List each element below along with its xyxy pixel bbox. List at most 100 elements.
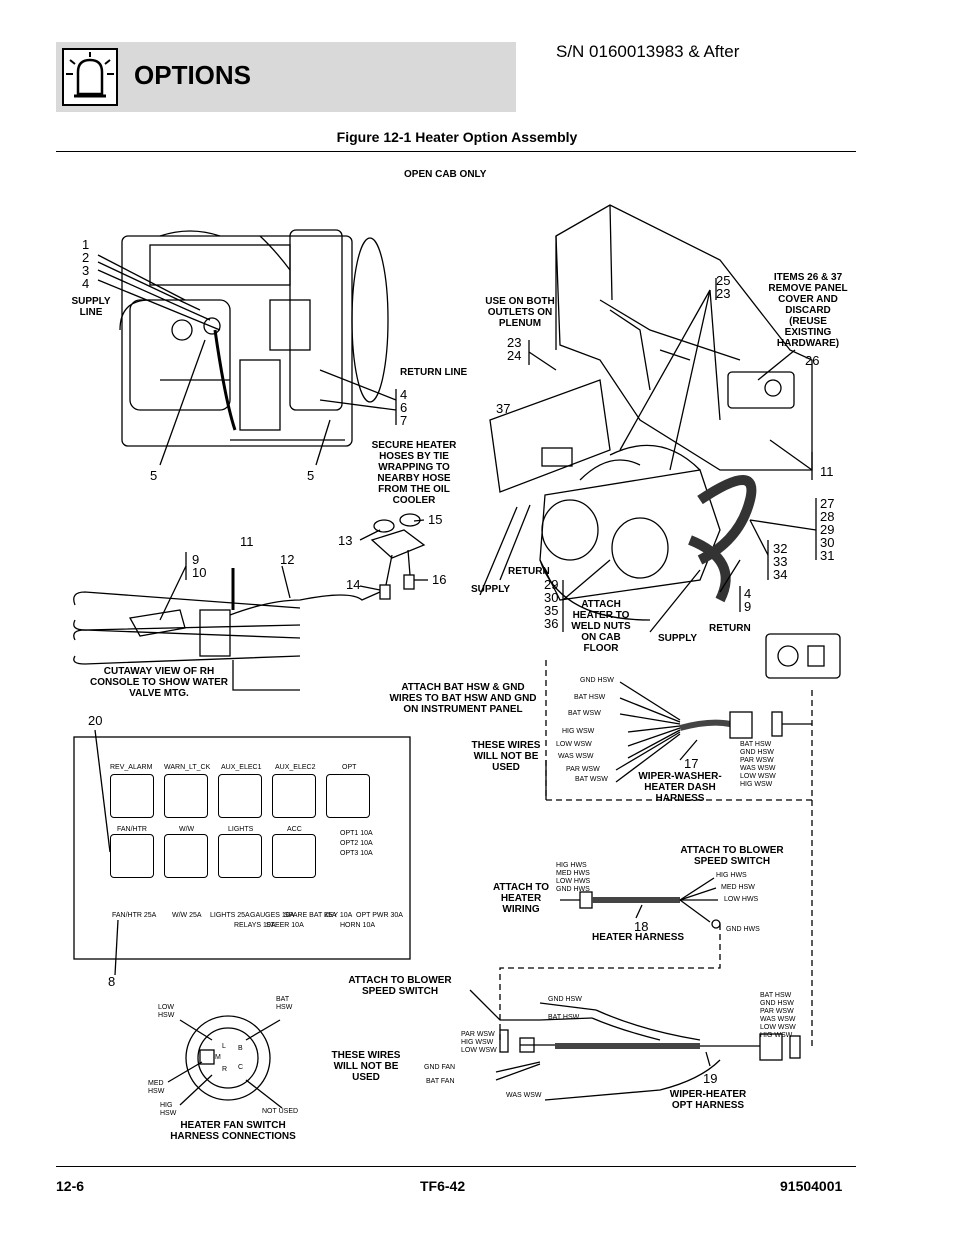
relay-aux-elec2 — [272, 774, 316, 818]
fuse-label: LIGHTS 25A — [210, 912, 250, 919]
callout-1-4: 1 2 3 4 — [82, 237, 90, 291]
document-number: 91504001 — [780, 1178, 843, 1194]
wire-label-group: HIG HWS MED HWS LOW HWS GND HWS — [556, 862, 591, 893]
callout-27-31: 27 28 29 30 31 — [820, 496, 835, 563]
callout-16: 16 — [432, 572, 447, 587]
fuse-label: SPARE BAT 25A — [284, 912, 337, 919]
opt-harness-illustration — [495, 1002, 801, 1101]
attach-bat-note: ATTACH BAT HSW & GND WIRES TO BAT HSW AN… — [389, 682, 537, 715]
relay-label: LIGHTS — [228, 826, 254, 833]
wire-label-group: PAR WSW HIG WSW LOW WSW — [461, 1031, 497, 1054]
relay-acc — [272, 834, 316, 878]
callout-4-6-7: 4 6 7 — [400, 387, 408, 428]
relay-label: AUX_ELEC2 — [275, 764, 316, 771]
relay-lights — [218, 834, 262, 878]
wire-label: HIG HWS — [716, 872, 747, 879]
attach-blower-note: ATTACH TO BLOWER SPEED SWITCH — [348, 975, 452, 997]
fuse-label: HORN 10A — [340, 922, 376, 929]
pin-label: R — [222, 1066, 228, 1073]
callout-23-24: 23 24 — [507, 335, 522, 363]
wire-label: LOW HWS — [724, 896, 759, 903]
supply-label: SUPPLY — [658, 633, 698, 644]
callout-11: 11 — [820, 464, 834, 479]
callout-5: 5 — [150, 468, 158, 483]
opt-fuse-label: OPT2 10A — [340, 840, 373, 847]
relay-opt — [326, 774, 370, 818]
fuse-label: RELAYS 10A — [234, 922, 276, 929]
wire-label: LOW WSW — [556, 741, 592, 748]
pin-label: M — [215, 1054, 221, 1061]
opt-fuse-label: OPT3 10A — [340, 850, 373, 857]
opt-fuse-label: OPT1 10A — [340, 830, 373, 837]
callout-32-34: 32 33 34 — [773, 541, 788, 582]
unused-wires-note: THESE WIRES WILL NOT BE USED — [471, 740, 541, 773]
attach-blower-note: ATTACH TO BLOWER SPEED SWITCH — [680, 845, 784, 867]
wire-label: GND HSW — [548, 996, 582, 1003]
wire-label: GND HWS — [726, 926, 760, 933]
cutaway-console-illustration — [73, 568, 381, 691]
heater-harness-label: HEATER HARNESS — [592, 932, 685, 943]
serial-range: S/N 0160013983 & After — [556, 42, 740, 61]
callout-14: 14 — [346, 577, 361, 592]
callout-13: 13 — [338, 533, 353, 548]
dash-harness-label: WIPER-WASHER- HEATER DASH HARNESS — [638, 771, 722, 804]
callout-17: 17 — [684, 756, 699, 771]
dash-harness-illustration — [615, 633, 841, 783]
wire-label: BAT HSW — [574, 694, 606, 701]
section-header-band — [56, 42, 516, 112]
figure-title: Figure 12-1 Heater Option Assembly — [336, 129, 578, 145]
wire-label: BAT WSW — [568, 710, 601, 717]
callout-37: 37 — [496, 401, 511, 416]
wire-label: WAS WSW — [506, 1092, 542, 1099]
callout-19: 19 — [703, 1071, 718, 1086]
fan-wire-label: BAT HSW — [276, 996, 293, 1011]
relay-rev-alarm — [110, 774, 154, 818]
secure-hoses-note: SECURE HEATER HOSES BY TIE WRAPPING TO N… — [371, 440, 457, 506]
wire-label-group: BAT HSW GND HSW PAR WSW WAS WSW LOW WSW … — [760, 992, 796, 1039]
callout-11: 11 — [240, 534, 254, 549]
wire-label: BAT HSW — [548, 1014, 580, 1021]
return-label: RETURN — [508, 566, 550, 577]
relay-aux-elec1 — [218, 774, 262, 818]
callout-15: 15 — [428, 512, 443, 527]
pin-label: B — [238, 1045, 243, 1052]
fuse-label: GAUGES 10A — [250, 912, 295, 919]
callout-29-36: 29 30 35 36 — [544, 577, 559, 631]
fan-wire-label: MED HSW — [148, 1080, 165, 1095]
page-number: 12-6 — [56, 1178, 85, 1194]
fan-wire-label: HIG HSW — [160, 1102, 177, 1117]
wire-label: BAT WSW — [575, 776, 608, 783]
attach-heater-wiring-note: ATTACH TO HEATER WIRING — [492, 882, 550, 915]
fuse-panel-illustration — [73, 736, 411, 960]
callout-26: 26 — [805, 353, 820, 368]
callout-12: 12 — [280, 552, 295, 567]
wire-label: PAR WSW — [566, 766, 600, 773]
pin-label: L — [222, 1043, 226, 1050]
wire-label: GND FAN — [424, 1064, 456, 1071]
fan-wire-label: LOW HSW — [158, 1004, 175, 1019]
fan-switch-illustration — [185, 1015, 271, 1101]
supply-label: SUPPLY — [471, 584, 511, 595]
opt-harness-label: WIPER-HEATER OPT HARNESS — [669, 1089, 747, 1111]
relay-label: OPT — [342, 764, 357, 771]
engine-illustration — [119, 229, 389, 447]
heater-unit-illustration — [539, 444, 757, 621]
unused-wires-note: THESE WIRES WILL NOT BE USED — [331, 1050, 401, 1083]
callout-25-23: 25 23 — [716, 273, 731, 301]
wire-label: BAT FAN — [426, 1078, 455, 1085]
section-title: OPTIONS — [134, 60, 252, 90]
use-both-note: USE ON BOTH OUTLETS ON PLENUM — [485, 296, 555, 329]
relay-ww — [164, 834, 208, 878]
callout-5: 5 — [307, 468, 315, 483]
model-number: TF6-42 — [420, 1178, 466, 1194]
relay-label: AUX_ELEC1 — [221, 764, 262, 771]
callout-9-10: 9 10 — [192, 552, 207, 580]
figure-subtitle: OPEN CAB ONLY — [404, 169, 487, 180]
return-line-label: RETURN LINE — [400, 367, 468, 378]
callout-4-9: 4 9 — [744, 586, 752, 614]
fuse-label: FAN/HTR 25A — [112, 912, 157, 919]
return-label: RETURN — [709, 623, 751, 634]
fuse-label: W/W 25A — [172, 912, 202, 919]
relay-label: W/W — [179, 826, 195, 833]
